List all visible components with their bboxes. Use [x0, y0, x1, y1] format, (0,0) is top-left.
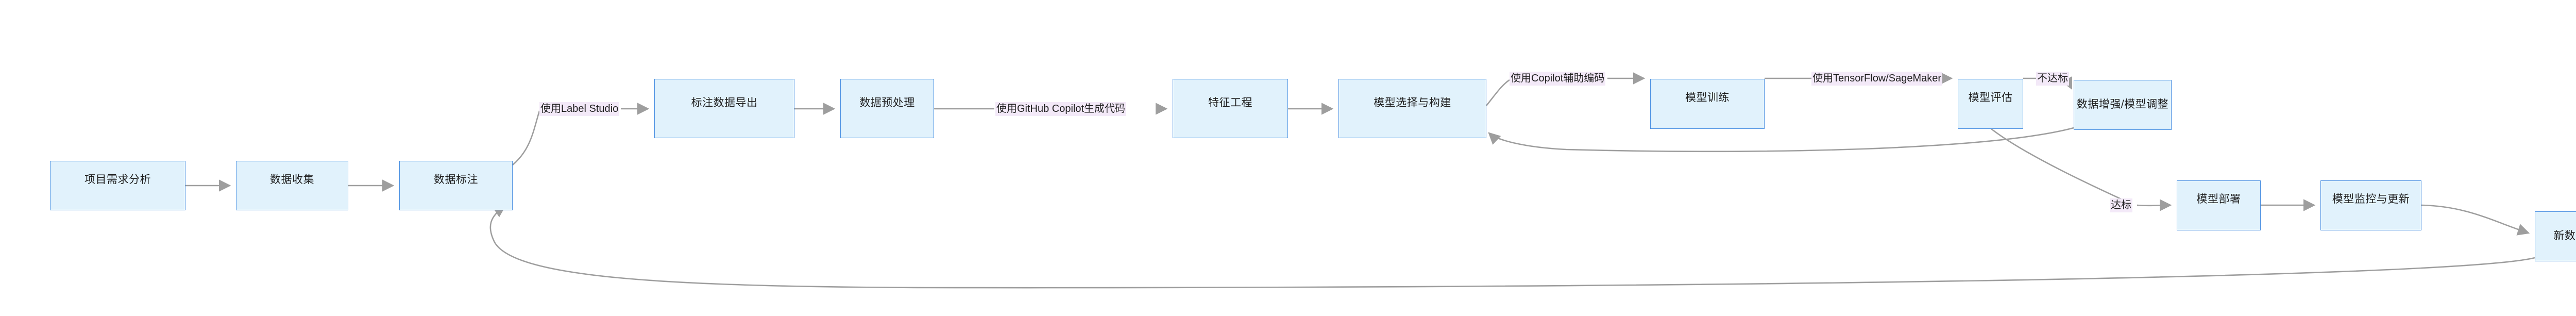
edge-n9-n11-tail	[2137, 199, 2172, 211]
node-model-evaluation[interactable]: 模型评估	[1958, 79, 2023, 129]
node-model-selection-and-building[interactable]: 模型选择与构建	[1338, 79, 1486, 138]
node-label: 模型监控与更新	[2332, 193, 2410, 205]
node-label: 数据收集	[270, 174, 314, 186]
node-feature-engineering[interactable]: 特征工程	[1173, 79, 1288, 138]
node-label: 标注数据导出	[691, 97, 758, 109]
edge-n3-n4	[512, 110, 540, 165]
edge-label-use-copilot-assisted-coding: 使用Copilot辅助编码	[1510, 72, 1606, 86]
edge-n7-n8	[1485, 79, 1510, 106]
node-label: 模型选择与构建	[1374, 97, 1451, 109]
edge-n13-n3	[489, 205, 2535, 289]
node-project-requirement-analysis[interactable]: 项目需求分析	[50, 161, 185, 210]
node-model-training[interactable]: 模型训练	[1650, 79, 1765, 129]
node-label: 数据标注	[434, 174, 478, 186]
edge-label-use-tensorflow-sagemaker: 使用TensorFlow/SageMaker	[1811, 72, 1943, 86]
node-label: 项目需求分析	[84, 174, 151, 186]
edge-n12-n13	[2421, 204, 2530, 236]
node-label: 模型评估	[1968, 92, 2013, 104]
node-label: 模型部署	[2196, 193, 2241, 205]
node-data-annotation[interactable]: 数据标注	[399, 161, 513, 210]
edge-n9-n11	[1991, 128, 2128, 203]
node-label: 数据预处理	[859, 97, 915, 109]
node-model-deployment[interactable]: 模型部署	[2177, 180, 2261, 230]
edge-label-not-meeting-standard: 不达标	[2036, 72, 2069, 86]
edge-label-use-label-studio: 使用Label Studio	[539, 102, 620, 116]
node-label: 新数据收集	[2553, 230, 2576, 242]
node-new-data-collection[interactable]: 新数据收集	[2535, 211, 2576, 261]
node-data-augmentation-model-tuning[interactable]: 数据增强/模型调整	[2074, 80, 2172, 130]
edge-n10-n7	[1488, 127, 2074, 153]
node-label: 数据增强/模型调整	[2076, 98, 2169, 111]
edge-label-meeting-standard: 达标	[2110, 198, 2132, 212]
node-label: 模型训练	[1685, 92, 1730, 104]
node-annotated-data-export[interactable]: 标注数据导出	[654, 79, 794, 138]
edge-label-use-github-copilot-generate-code: 使用GitHub Copilot生成代码	[995, 102, 1127, 116]
node-data-collection[interactable]: 数据收集	[236, 161, 348, 210]
node-model-monitoring-and-update[interactable]: 模型监控与更新	[2320, 180, 2421, 230]
node-label: 特征工程	[1208, 97, 1252, 109]
node-data-preprocessing[interactable]: 数据预处理	[840, 79, 934, 138]
